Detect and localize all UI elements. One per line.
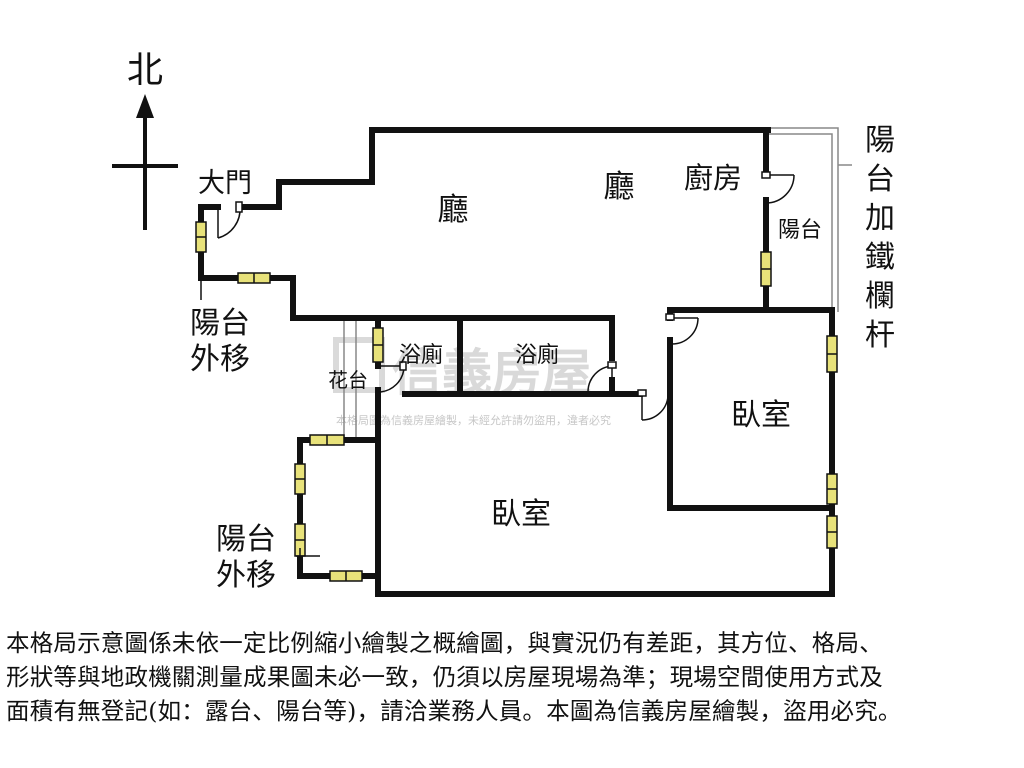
disclaimer: 本格局示意圖係未依一定比例縮小繪製之概繪圖，與實況仍有差距，其方位、格局、 形狀… — [6, 626, 1018, 728]
main-door-icon — [217, 201, 243, 239]
bath-label-2: 浴廁 — [515, 343, 559, 368]
railing-outline — [768, 127, 852, 312]
bath-label-1: 浴廁 — [399, 343, 443, 368]
balcony-moved-bottom-line-1: 陽台 — [216, 522, 276, 557]
small-balcony-label: 陽台 — [778, 218, 822, 243]
disclaimer-line-3: 面積有無登記(如：露台、陽台等)，請洽業務人員。本圖為信義房屋繪製，盜用必究。 — [6, 697, 902, 725]
disclaimer-line-1: 本格局示意圖係未依一定比例縮小繪製之概繪圖，與實況仍有差距，其方位、格局、 — [6, 629, 883, 657]
balcony-railing-label: 陽 台 加 鐵 欄 杆 — [865, 123, 895, 353]
balcony-moved-bottom-line-2: 外移 — [216, 558, 276, 593]
kitchen-door-icon — [761, 171, 795, 204]
svg-text:加: 加 — [865, 201, 895, 236]
balcony-moved-top-line-1: 陽台 — [190, 306, 250, 341]
window-left-1 — [294, 463, 306, 495]
window-top-balcony — [237, 272, 271, 284]
window-bath — [372, 327, 384, 363]
bath-door-2-icon — [587, 361, 617, 394]
north-label: 北 — [127, 50, 163, 91]
bedroom-label-2: 臥室 — [491, 497, 551, 532]
svg-text:台: 台 — [865, 162, 895, 197]
bedroom-label-1: 臥室 — [731, 398, 791, 433]
watermark-logo-icon — [333, 337, 385, 393]
svg-text:鐵: 鐵 — [865, 240, 895, 275]
bath-door-3-icon — [637, 389, 669, 421]
bedroom-door-icon — [665, 313, 699, 345]
bath-door-1-icon — [377, 361, 407, 393]
living-label-1: 廳 — [438, 192, 469, 228]
north-arrow-icon — [136, 94, 154, 118]
window-planter — [309, 434, 345, 446]
windows — [195, 221, 838, 582]
svg-text:陽: 陽 — [865, 123, 895, 158]
balcony-moved-top-line-2: 外移 — [190, 342, 250, 377]
svg-text:欄: 欄 — [865, 279, 895, 314]
kitchen-label: 廚房 — [684, 161, 742, 195]
planter-outline — [343, 318, 357, 440]
window-bottom — [329, 570, 363, 582]
watermark-notice: 本格局圖為信義房屋繪製，未經允許請勿盜用，違者必究 — [336, 413, 611, 427]
floor-plan: 北 信義房屋 本格局圖為信義房屋繪製，未經允許請勿盜用，違者必究 — [112, 50, 895, 597]
window-right-2 — [826, 473, 838, 505]
entrance-label: 大門 — [198, 168, 252, 199]
planter-label: 花台 — [328, 368, 368, 392]
window-right-3 — [826, 515, 838, 549]
svg-text:杆: 杆 — [865, 318, 895, 353]
living-label-2: 廳 — [604, 169, 635, 205]
room-labels: 大門 廳 廳 廚房 陽台 浴廁 浴廁 花台 臥室 臥室 陽台 外移 陽台 外移 … — [190, 123, 895, 593]
disclaimer-line-2: 形狀等與地政機關測量成果圖未必一致，仍須以房屋現場為準；現場空間使用方式及 — [6, 663, 883, 691]
doors — [217, 171, 795, 421]
leader-lines — [200, 270, 320, 560]
compass: 北 — [112, 50, 178, 230]
window-entrance — [195, 221, 207, 253]
window-right-1 — [826, 335, 838, 373]
window-balcony — [760, 251, 772, 287]
